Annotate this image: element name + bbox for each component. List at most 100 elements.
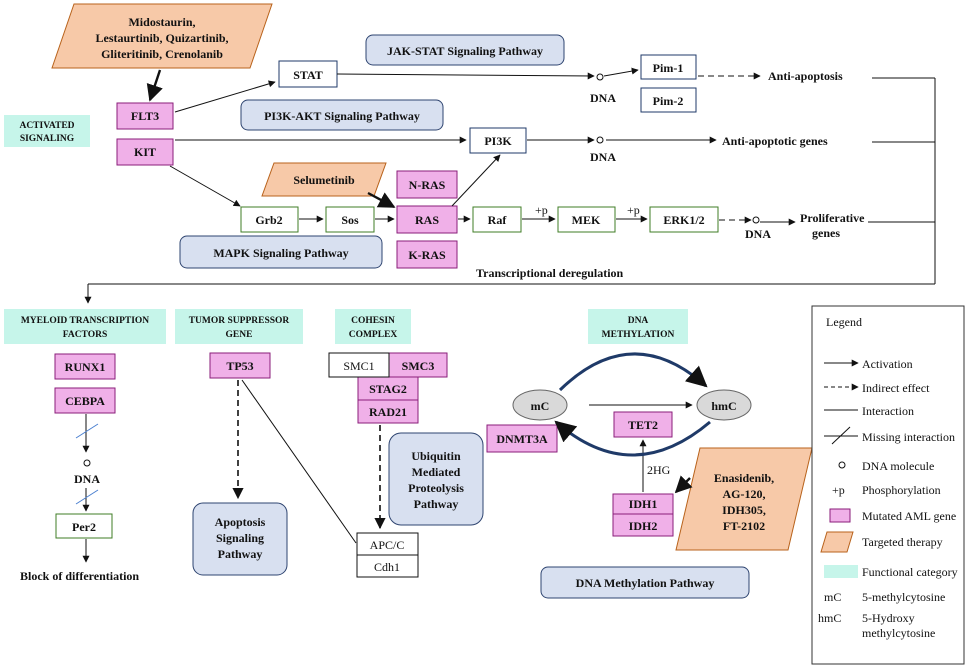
svg-text:DNA: DNA [74,472,100,486]
svg-text:MAPK Signaling Pathway: MAPK Signaling Pathway [213,246,348,260]
svg-text:DNA: DNA [590,150,616,164]
pathway-dna-methylation: DNA Methylation Pathway [540,566,750,599]
svg-text:Pim-1: Pim-1 [653,61,684,75]
gene-cebpa [54,387,116,414]
svg-text:Pathway: Pathway [218,547,263,561]
svg-text:TUMOR SUPPRESSOR: TUMOR SUPPRESSOR [189,316,290,326]
drug-idh-inhibitors: Enasidenib, AG-120, IDH305, FT-2102 [675,447,813,551]
dna-dot-2 [596,136,604,144]
node-cdh1 [356,554,419,578]
gene-runx1 [54,353,116,380]
svg-text:ACTIVATED: ACTIVATED [19,121,74,131]
node-erk [649,206,719,233]
svg-text:Interaction: Interaction [862,404,914,418]
svg-text:Targeted therapy: Targeted therapy [862,535,943,549]
svg-text:APC/C: APC/C [370,538,405,552]
svg-text:DNMT3A: DNMT3A [496,432,548,446]
drug-flt3-inhibitors: Midostaurin, Lestaurtinib, Quizartinib, … [51,3,273,69]
svg-text:Missing interaction: Missing interaction [862,430,955,444]
svg-text:DNA: DNA [590,91,616,105]
pathway-pi3k-akt: PI3K-AKT Signaling Pathway [240,99,444,131]
node-hmc [696,389,752,421]
svg-text:SMC3: SMC3 [402,359,435,373]
svg-text:mC: mC [531,399,550,413]
category-tumor-suppressor: TUMOR SUPPRESSOR GENE [175,309,303,344]
svg-text:DNA Methylation Pathway: DNA Methylation Pathway [576,576,715,590]
svg-text:SMC1: SMC1 [343,359,374,373]
svg-text:hmC: hmC [818,611,841,625]
label-anti-apoptotic-genes: Anti-apoptotic genes [722,134,828,148]
pathway-ubiquitin: Ubiquitin Mediated Proteolysis Pathway [388,432,484,526]
svg-text:Lestaurtinib, Quizartinib,: Lestaurtinib, Quizartinib, [95,31,228,45]
gene-kit [116,138,174,166]
label-2hg: 2HG [647,463,671,477]
svg-text:hmC: hmC [711,399,736,413]
node-pim2 [640,87,697,113]
svg-text:CEBPA: CEBPA [65,394,105,408]
label-anti-apoptosis: Anti-apoptosis [768,69,843,83]
svg-text:5-methylcytosine: 5-methylcytosine [862,590,945,604]
node-grb2 [240,206,299,233]
svg-text:KIT: KIT [134,145,156,159]
svg-text:Mediated: Mediated [412,465,461,479]
svg-text:COMPLEX: COMPLEX [349,330,398,340]
node-stat [278,60,338,88]
svg-text:TET2: TET2 [628,418,658,432]
category-myeloid-tf: MYELOID TRANSCRIPTION FACTORS [4,309,166,344]
svg-text:MEK: MEK [572,213,601,227]
node-pi3k [469,127,527,154]
svg-text:SIGNALING: SIGNALING [20,134,75,144]
svg-text:MYELOID TRANSCRIPTION: MYELOID TRANSCRIPTION [21,316,149,326]
gene-idh2 [612,513,674,537]
svg-text:ERK1/2: ERK1/2 [663,213,704,227]
svg-text:Functional category: Functional category [862,565,958,579]
pathway-mapk: MAPK Signaling Pathway [179,235,383,269]
svg-text:Raf: Raf [488,213,508,227]
svg-text:Pim-2: Pim-2 [653,94,684,108]
gene-kras [396,240,458,269]
methylation-cycle-top [558,352,708,392]
node-mc [512,389,568,421]
gene-tet2 [613,411,673,438]
svg-text:FT-2102: FT-2102 [723,519,765,533]
svg-text:JAK-STAT Signaling Pathway: JAK-STAT Signaling Pathway [387,44,543,58]
dna-dot-3 [752,216,760,224]
node-smc1 [328,352,390,378]
plus-p-2: +p [627,203,640,217]
svg-text:Pathway: Pathway [414,497,459,511]
dna-dot-1 [596,73,604,81]
category-cohesin: COHESIN COMPLEX [335,309,411,344]
svg-text:STAG2: STAG2 [369,382,407,396]
svg-text:IDH1: IDH1 [629,497,658,511]
svg-text:K-RAS: K-RAS [408,248,446,262]
svg-text:RAS: RAS [415,213,439,227]
node-raf [472,206,522,233]
svg-text:Phosphorylation: Phosphorylation [862,483,941,497]
gene-rad21 [357,399,419,424]
svg-text:METHYLATION: METHYLATION [602,330,675,340]
gene-ras [396,205,458,234]
svg-text:IDH2: IDH2 [629,519,658,533]
svg-text:IDH305,: IDH305, [722,503,766,517]
svg-text:Indirect effect: Indirect effect [862,381,930,395]
label-block-differentiation: Block of differentiation [20,569,139,583]
svg-text:STAT: STAT [293,68,323,82]
methylation-cycle-bottom [554,420,711,457]
svg-text:methylcytosine: methylcytosine [862,626,935,640]
svg-text:Enasidenib,: Enasidenib, [714,471,774,485]
gene-nras [396,170,458,199]
svg-text:DNA: DNA [628,316,649,326]
plus-p-1: +p [535,203,548,217]
gene-flt3 [116,102,174,130]
legend: Legend Activation Indirect effect Intera… [811,305,965,665]
svg-text:DNA molecule: DNA molecule [862,459,934,473]
svg-text:genes: genes [812,226,840,240]
svg-text:RAD21: RAD21 [369,405,407,419]
svg-text:N-RAS: N-RAS [409,178,446,192]
svg-text:DNA: DNA [745,227,771,241]
pathway-apoptosis: Apoptosis Signaling Pathway [192,502,288,576]
svg-text:PI3K: PI3K [484,134,512,148]
svg-text:Activation: Activation [862,357,913,371]
svg-text:Sos: Sos [341,213,359,227]
